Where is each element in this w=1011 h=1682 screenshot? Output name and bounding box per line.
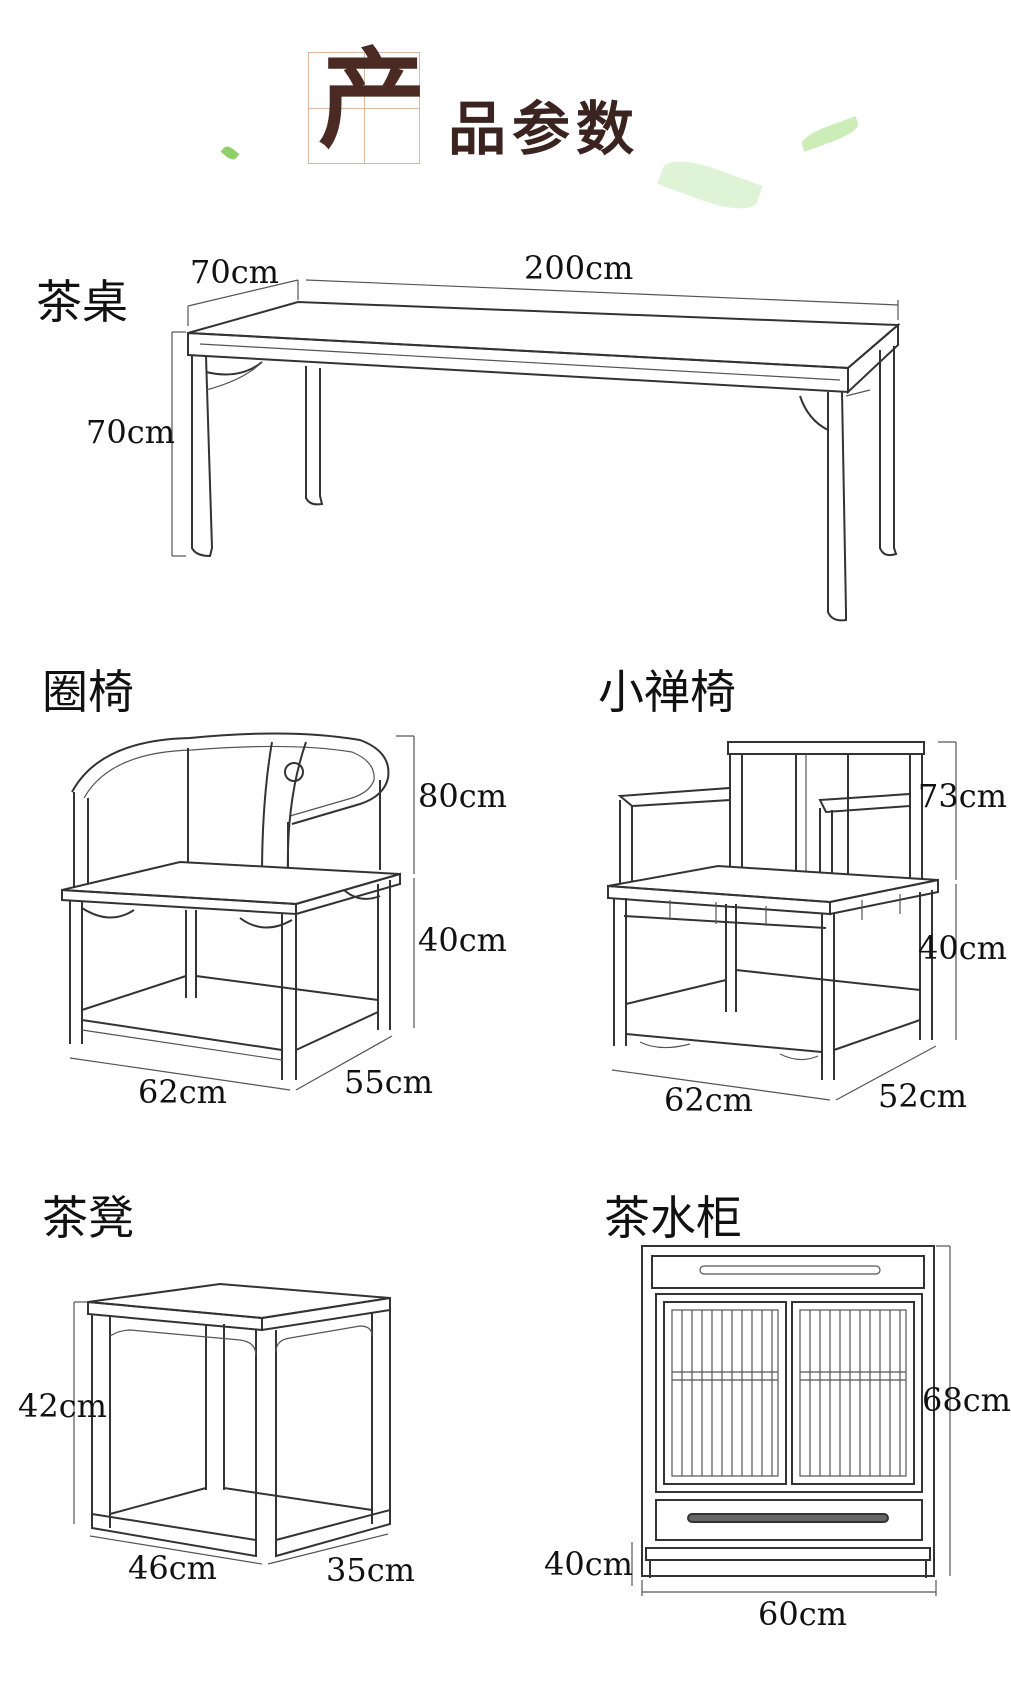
tea-table-depth-label: 70cm xyxy=(190,253,279,291)
tea-table-length-label: 200cm xyxy=(524,249,634,287)
zen-chair-back-height-label: 73cm xyxy=(918,777,1007,815)
header-title: 品参数 xyxy=(448,95,641,163)
round-chair-title: 圈椅 xyxy=(42,665,134,719)
round-chair-width-label: 62cm xyxy=(138,1073,227,1111)
round-chair-drawing xyxy=(61,732,415,1091)
header-big-char: 产 xyxy=(318,37,427,163)
tea-table-height-label: 70cm xyxy=(86,413,175,451)
round-chair-back-height-label: 80cm xyxy=(418,777,507,815)
tea-stool-drawing xyxy=(73,1282,391,1565)
round-chair-seat-height-label: 40cm xyxy=(418,921,507,959)
tea-stool-title: 茶凳 xyxy=(42,1191,134,1245)
zen-chair-drawing xyxy=(607,741,957,1101)
zen-chair-width-label: 62cm xyxy=(664,1081,753,1119)
tea-table-title: 茶桌 xyxy=(36,275,128,329)
tea-cabinet-drawing xyxy=(631,1245,951,1596)
zen-chair-depth-label: 52cm xyxy=(878,1077,967,1115)
tea-stool-depth-label: 35cm xyxy=(326,1551,415,1589)
tea-table-drawing xyxy=(171,279,901,622)
round-chair-depth-label: 55cm xyxy=(344,1063,433,1101)
tea-stool-width-label: 46cm xyxy=(128,1549,217,1587)
zen-chair-title: 小禅椅 xyxy=(598,665,736,719)
tea-stool-height-label: 42cm xyxy=(18,1387,107,1425)
tea-cabinet-depth-label: 40cm xyxy=(544,1545,633,1583)
tea-cabinet-title: 茶水柜 xyxy=(604,1191,742,1245)
furniture-drawings xyxy=(61,279,957,1596)
header-grid-box xyxy=(308,52,420,164)
tea-cabinet-width-label: 60cm xyxy=(758,1595,847,1633)
tea-cabinet-height-label: 68cm xyxy=(922,1381,1011,1419)
zen-chair-seat-height-label: 40cm xyxy=(918,929,1007,967)
